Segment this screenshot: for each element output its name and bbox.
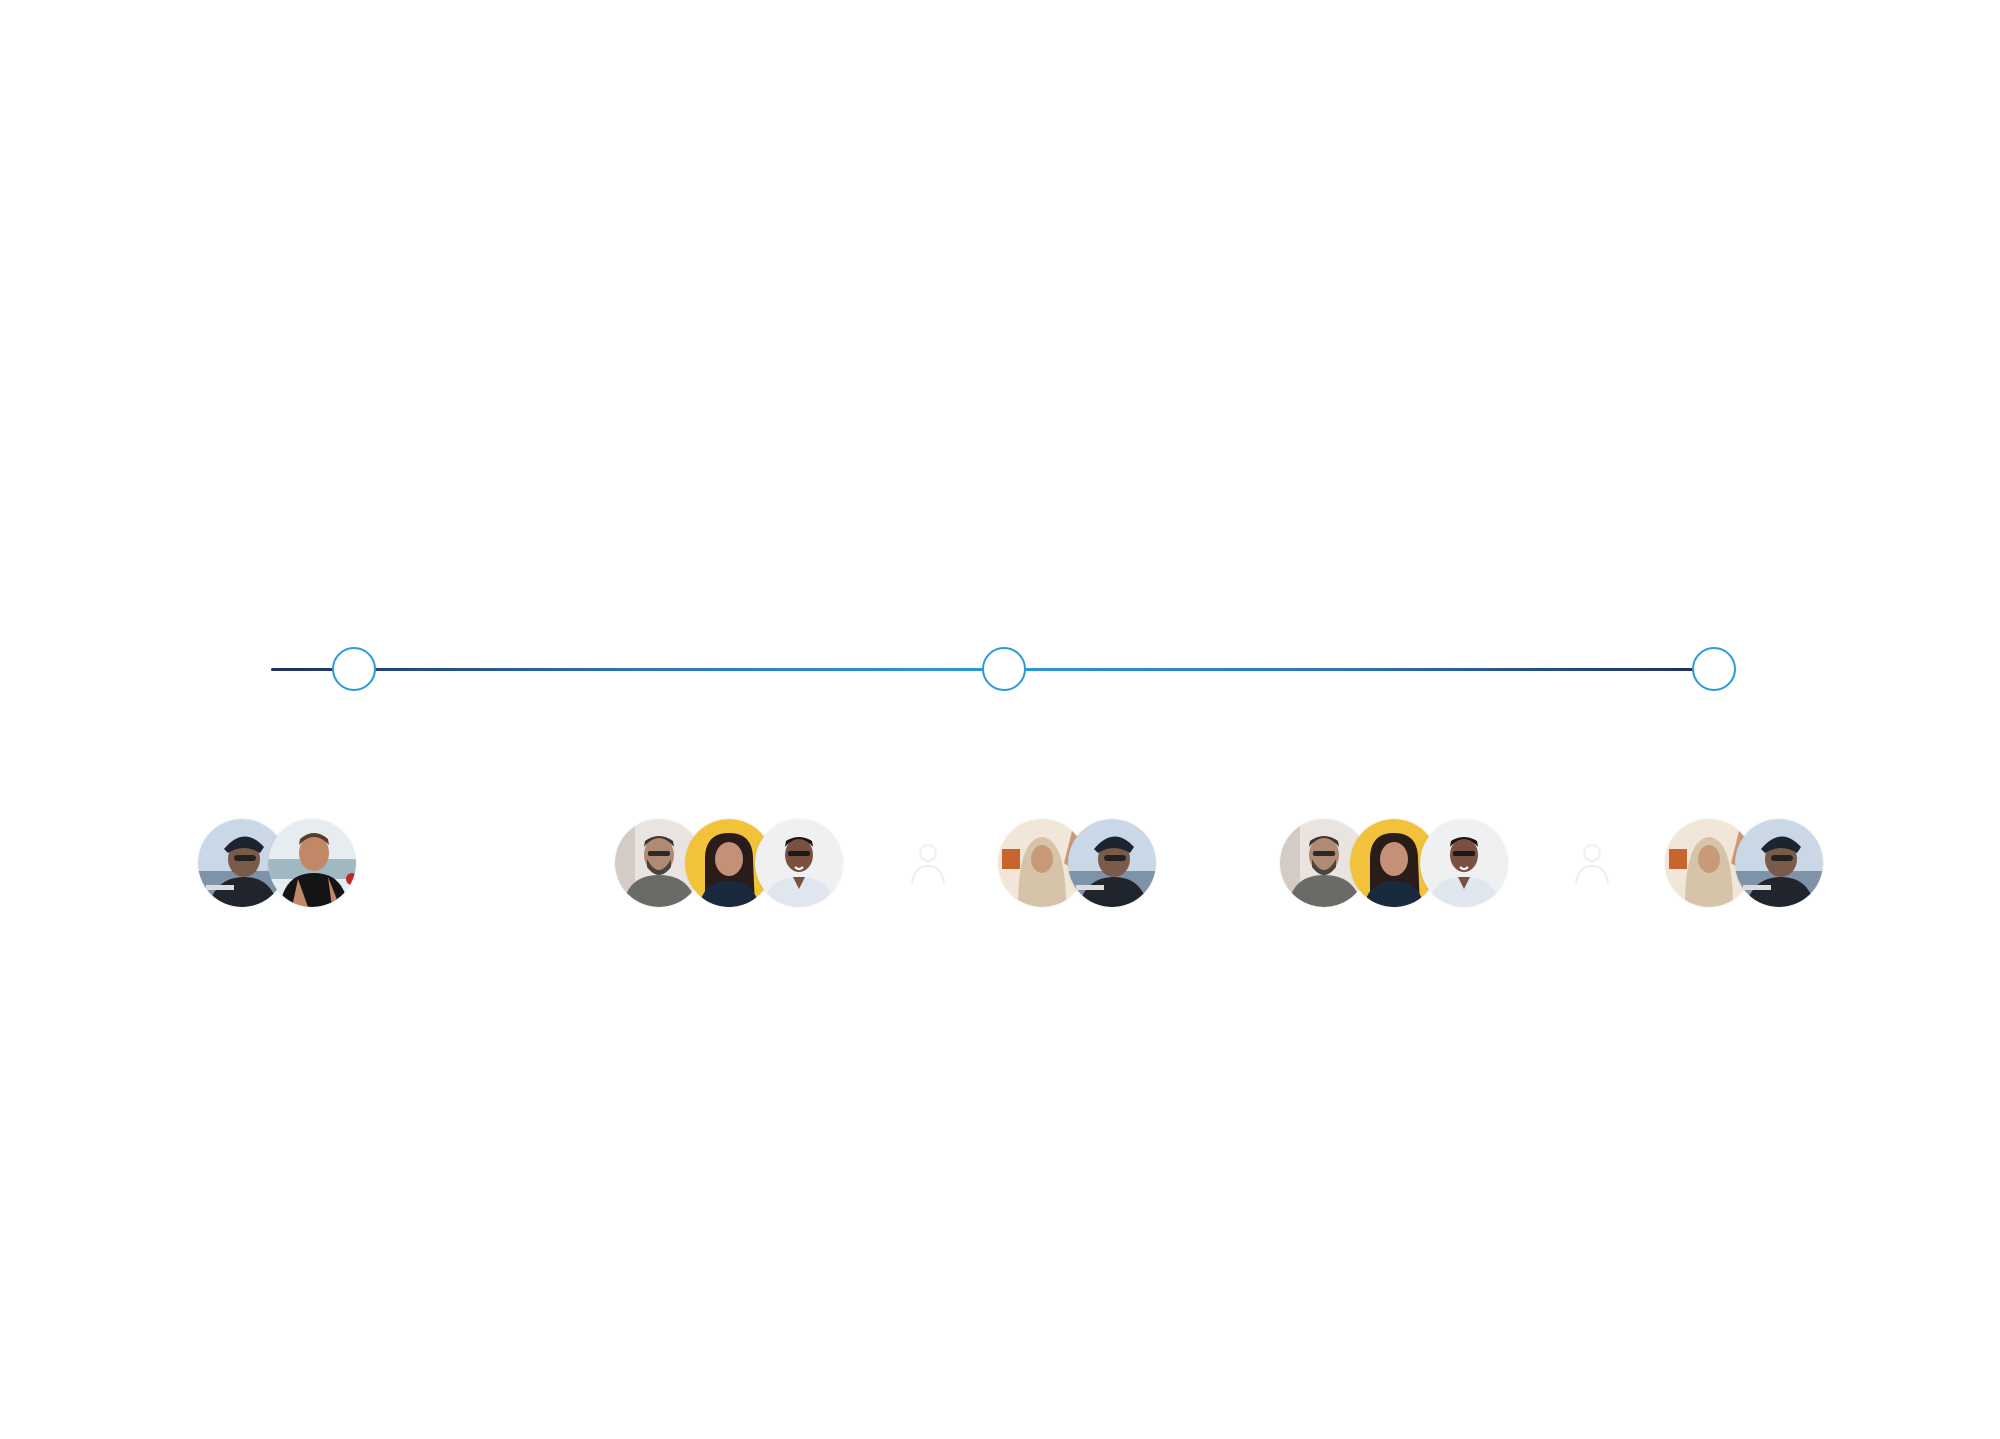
woman-hijab-waving-avatar [1665,819,1753,907]
user-placeholder-icon [911,844,945,885]
avatar-group-3 [998,818,1156,908]
avatar-group-2 [615,818,843,908]
timeline-node-1[interactable] [332,647,376,691]
avatar-group-5 [1665,818,1823,908]
woman-yellow-background-avatar [1350,819,1438,907]
user-placeholder-icon [1575,844,1609,885]
man-glasses-light-shirt-avatar [755,819,843,907]
avatar-group-1 [198,818,356,908]
cyclist-helmet-avatar [1735,819,1823,907]
bearded-man-glasses-avatar [615,819,703,907]
avatar-group-4 [1280,818,1508,908]
smiling-man-beach-avatar [268,819,356,907]
man-glasses-light-shirt-avatar [1420,819,1508,907]
timeline-node-2[interactable] [982,647,1026,691]
cyclist-helmet-avatar [1068,819,1156,907]
timeline-node-3[interactable] [1692,647,1736,691]
